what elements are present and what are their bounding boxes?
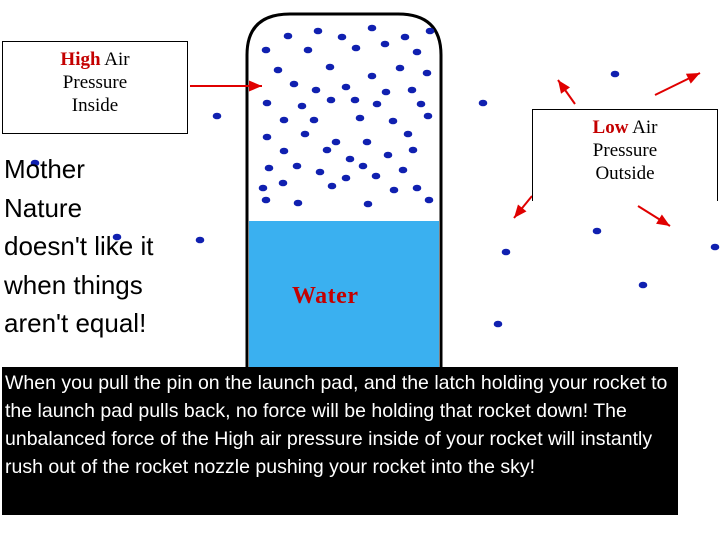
air-molecule <box>112 233 122 241</box>
high-pressure-line1: High Air <box>3 48 187 71</box>
caption-box: When you pull the pin on the launch pad,… <box>2 367 678 515</box>
low-word: Low <box>592 117 629 138</box>
air-molecule <box>341 174 351 182</box>
air-molecule <box>422 69 432 77</box>
air-molecule <box>416 100 426 108</box>
air-molecule <box>262 133 272 141</box>
air-molecule <box>262 99 272 107</box>
low-air-word: Air <box>632 117 658 138</box>
high-pressure-line2: Pressure <box>62 72 128 93</box>
pressure-arrows <box>190 72 701 227</box>
air-molecule <box>300 130 310 138</box>
air-molecule <box>297 102 307 110</box>
air-molecule <box>388 117 398 125</box>
air-molecule <box>278 179 288 187</box>
air-molecule <box>261 196 271 204</box>
mother-line: aren't equal! <box>4 308 147 338</box>
pressure-arrow-head <box>656 214 670 226</box>
air-molecule <box>325 63 335 71</box>
water-fill <box>249 221 439 391</box>
air-molecule <box>303 46 313 54</box>
air-molecule <box>195 236 205 244</box>
mother-line: Mother <box>4 154 85 184</box>
air-molecule <box>273 66 283 74</box>
air-molecule <box>398 166 408 174</box>
air-molecule <box>592 227 602 235</box>
mother-line: Nature <box>4 192 83 223</box>
air-molecule <box>710 243 720 251</box>
air-molecule <box>638 281 648 289</box>
air-molecule <box>407 86 417 94</box>
air-molecule <box>212 112 222 120</box>
air-molecule <box>478 99 488 107</box>
air-molecule <box>372 100 382 108</box>
air-molecule <box>351 44 361 52</box>
air-molecule <box>293 199 303 207</box>
air-molecule <box>30 159 40 167</box>
low-pressure-line1: Low Air <box>533 116 717 139</box>
air-molecule <box>309 116 319 124</box>
air-molecule <box>381 88 391 96</box>
air-molecule <box>355 114 365 122</box>
pressure-arrow-head <box>249 80 262 92</box>
air-molecule <box>371 172 381 180</box>
air-molecule <box>327 182 337 190</box>
pressure-arrow-head <box>558 80 571 94</box>
air-molecule <box>261 46 271 54</box>
air-molecule <box>367 24 377 32</box>
air-molecule <box>337 33 347 41</box>
air-molecule <box>279 147 289 155</box>
air-molecule <box>423 112 433 120</box>
bottle-outline <box>245 12 443 380</box>
low-pressure-line3: Outside <box>595 163 655 184</box>
air-molecule <box>326 96 336 104</box>
air-molecule <box>400 33 410 41</box>
air-molecule <box>322 146 332 154</box>
low-pressure-line2: Pressure <box>592 140 658 161</box>
air-molecule <box>380 40 390 48</box>
air-molecule <box>424 196 434 204</box>
air-molecule <box>425 27 435 35</box>
air-molecule <box>412 184 422 192</box>
air-molecule <box>389 186 399 194</box>
mother-line: when things <box>4 269 143 300</box>
air-molecules <box>30 24 720 328</box>
air-molecule <box>331 138 341 146</box>
mother-line: doesn't like it <box>4 231 154 261</box>
air-molecule <box>315 168 325 176</box>
air-molecule <box>501 248 511 256</box>
air-molecule <box>283 32 293 40</box>
low-pressure-label-box: Low Air Pressure Outside <box>532 109 718 201</box>
air-molecule <box>313 27 323 35</box>
air-molecule <box>345 155 355 163</box>
air-molecule <box>279 116 289 124</box>
air-molecule <box>403 130 413 138</box>
air-molecule <box>395 64 405 72</box>
air-molecule <box>610 70 620 78</box>
air-molecule <box>350 96 360 104</box>
air-molecule <box>289 80 299 88</box>
high-pressure-label-box: High Air Pressure Inside <box>2 41 188 134</box>
air-molecule <box>367 72 377 80</box>
high-word: High <box>60 49 101 70</box>
air-molecule <box>363 200 373 208</box>
mother-nature-text: Mother Nature doesn't like it when thing… <box>4 150 204 343</box>
air-molecule <box>408 146 418 154</box>
water-label: Water <box>292 283 359 309</box>
pressure-arrow-head <box>514 204 527 218</box>
air-molecule <box>383 151 393 159</box>
air-molecule <box>362 138 372 146</box>
air-molecule <box>264 164 274 172</box>
high-air-word: Air <box>104 49 130 70</box>
air-molecule <box>412 48 422 56</box>
air-molecule <box>358 162 368 170</box>
air-molecule <box>493 320 503 328</box>
air-molecule <box>341 83 351 91</box>
air-molecule <box>311 86 321 94</box>
pressure-arrow-head <box>685 73 700 84</box>
high-pressure-line3: Inside <box>71 95 119 116</box>
air-molecule <box>258 184 268 192</box>
air-molecule <box>292 162 302 170</box>
